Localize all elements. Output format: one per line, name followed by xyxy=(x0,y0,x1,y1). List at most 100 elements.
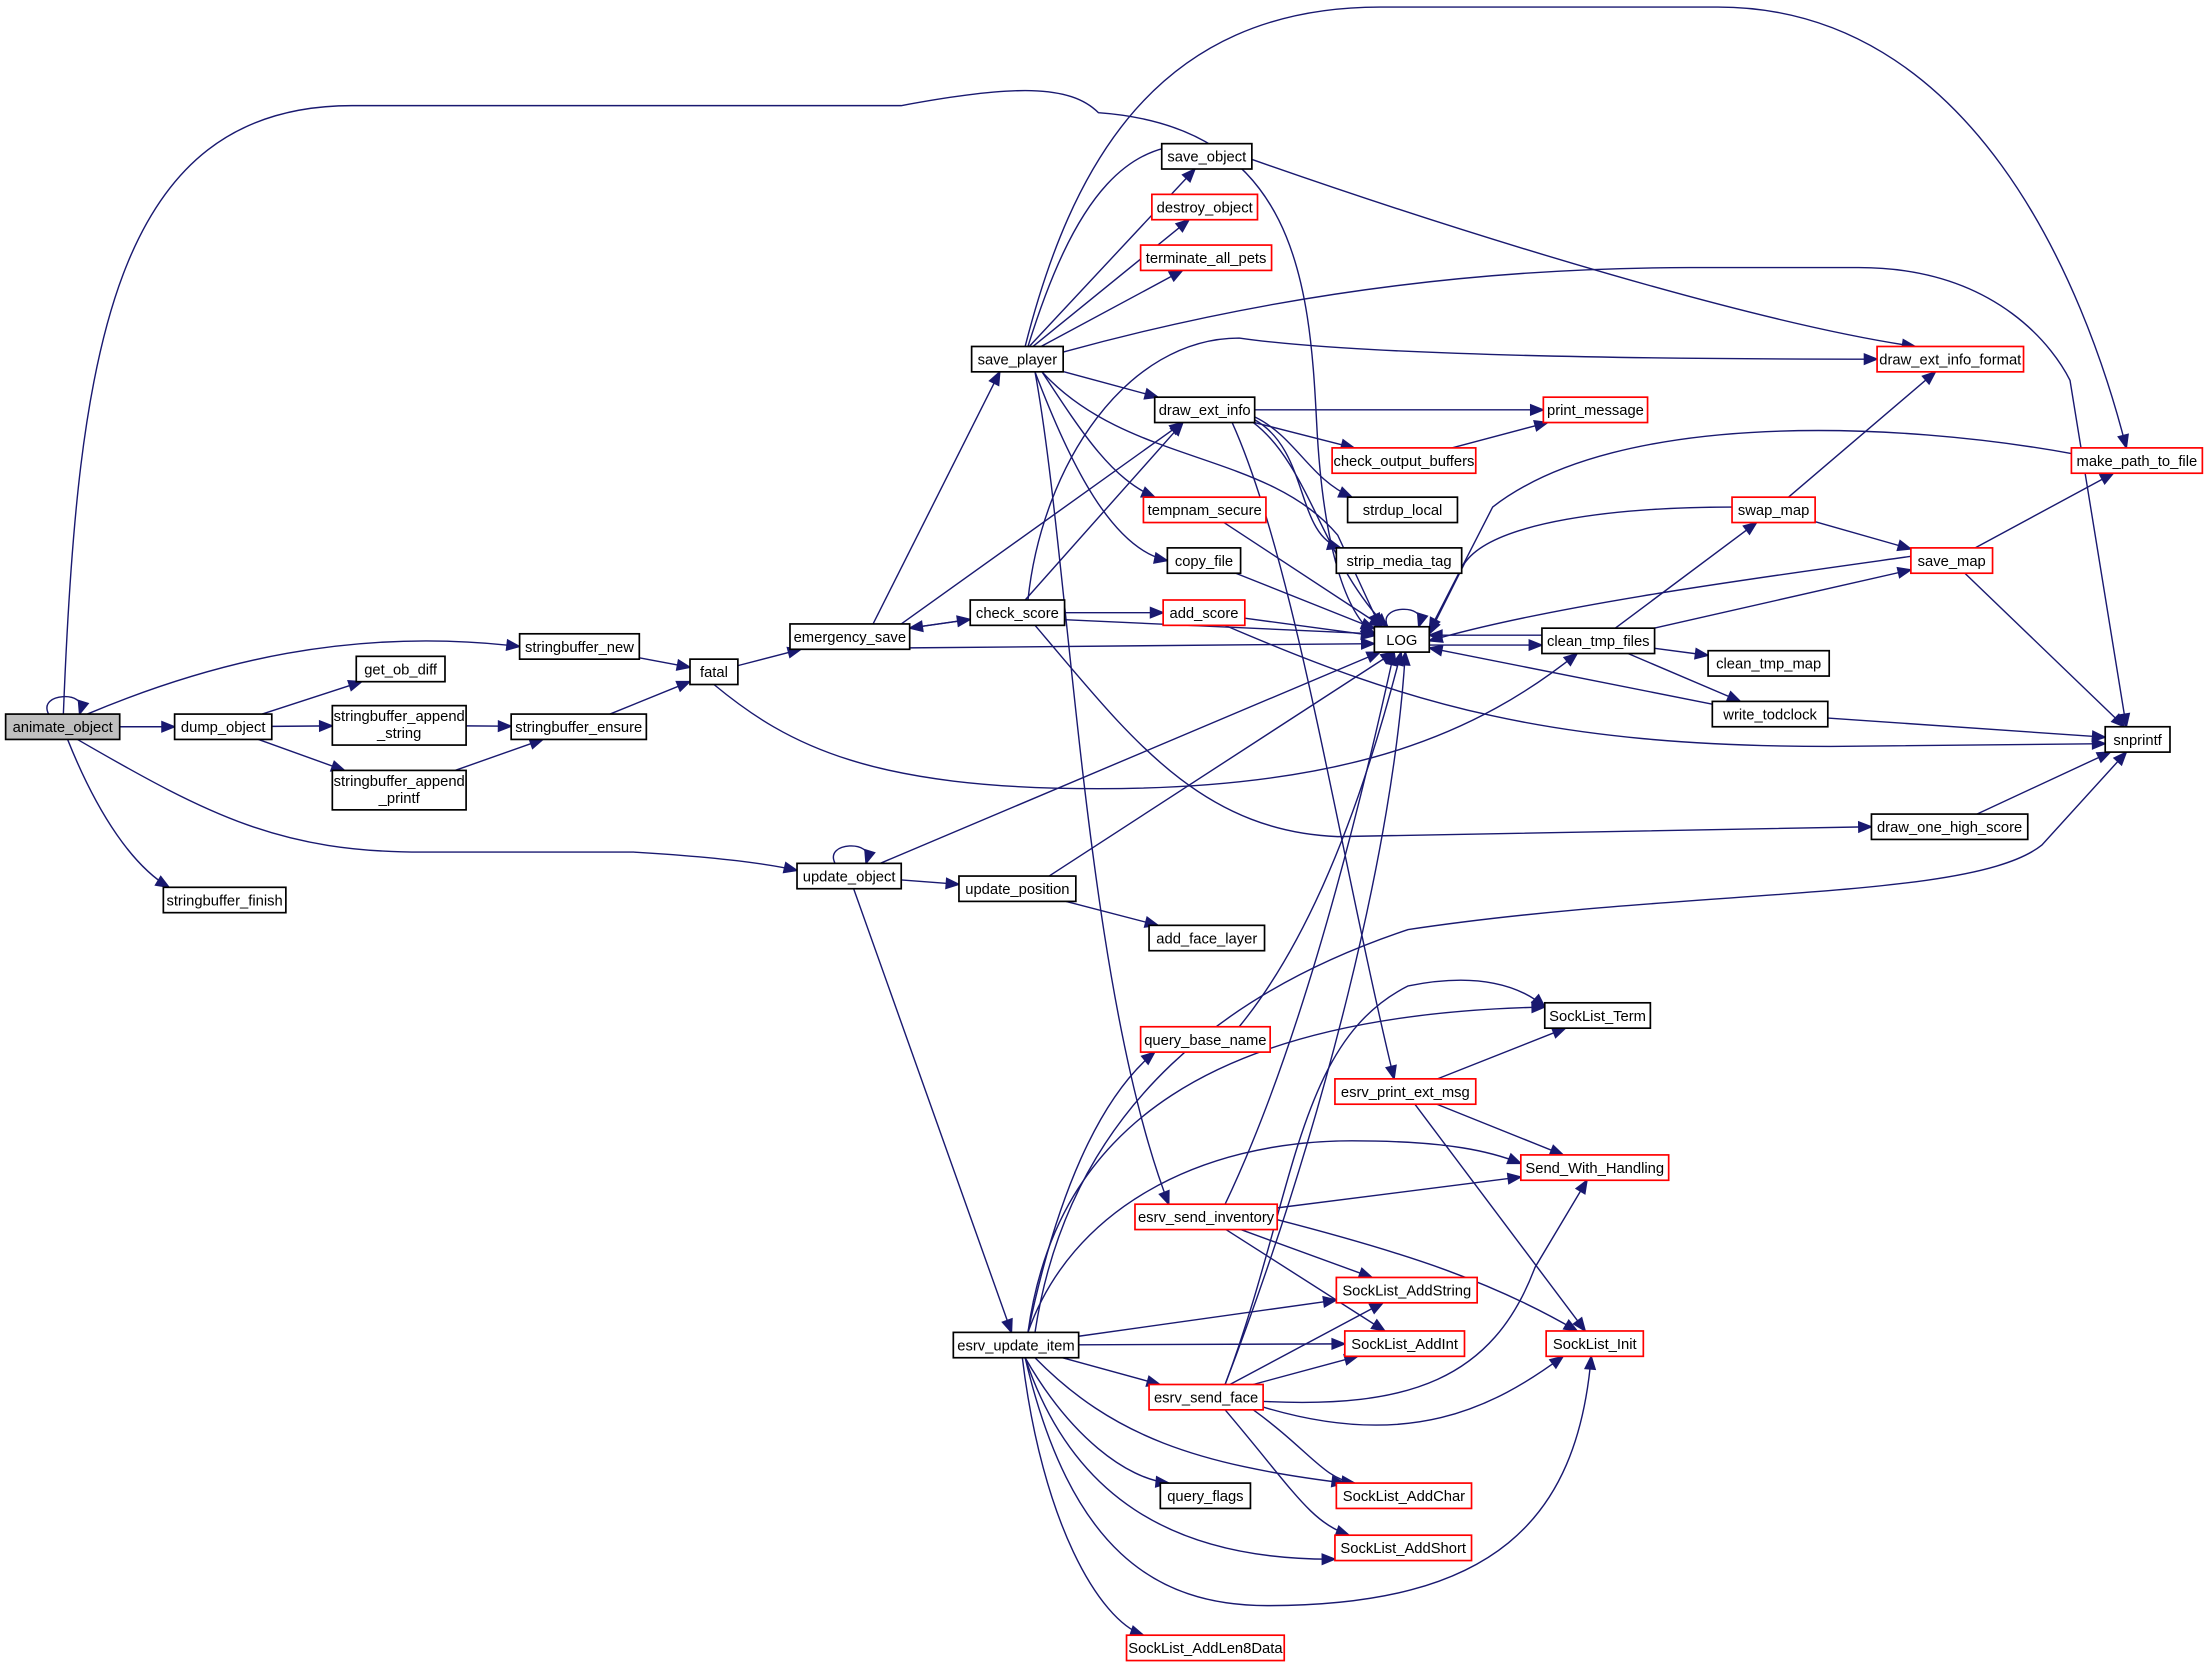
node-snprintf[interactable]: snprintf xyxy=(2104,725,2171,753)
node-animate_object[interactable]: animate_object xyxy=(4,713,121,741)
node-box[interactable] xyxy=(1543,1001,1652,1030)
node-box[interactable] xyxy=(1159,1482,1252,1510)
node-esrv_send_face[interactable]: esrv_send_face xyxy=(1148,1383,1264,1411)
node-make_path_to_file[interactable]: make_path_to_file xyxy=(2070,447,2204,475)
node-print_message[interactable]: print_message xyxy=(1542,396,1649,424)
node-box[interactable] xyxy=(518,632,641,660)
node-save_player[interactable]: save_player xyxy=(970,345,1065,373)
node-box[interactable] xyxy=(1166,547,1242,575)
node-box[interactable] xyxy=(1519,1154,1670,1182)
node-stringbuffer_append_printf[interactable]: stringbuffer_append_printf xyxy=(331,769,467,811)
node-box[interactable] xyxy=(1545,1330,1645,1358)
node-update_object[interactable]: update_object xyxy=(796,862,903,890)
node-box[interactable] xyxy=(1142,496,1267,524)
node-box[interactable] xyxy=(162,886,287,914)
node-SockList_AddInt[interactable]: SockList_AddInt xyxy=(1343,1330,1466,1358)
node-box[interactable] xyxy=(1373,625,1431,653)
node-box[interactable] xyxy=(2070,447,2204,475)
node-esrv_send_inventory[interactable]: esrv_send_inventory xyxy=(1134,1203,1279,1231)
node-strip_media_tag[interactable]: strip_media_tag xyxy=(1335,547,1463,575)
node-tempnam_secure[interactable]: tempnam_secure xyxy=(1142,496,1267,524)
node-Send_With_Handling[interactable]: Send_With_Handling xyxy=(1519,1154,1670,1182)
node-dump_object[interactable]: dump_object xyxy=(173,713,273,741)
node-esrv_update_item[interactable]: esrv_update_item xyxy=(952,1331,1080,1359)
node-box[interactable] xyxy=(2104,725,2171,753)
node-SockList_Term[interactable]: SockList_Term xyxy=(1543,1001,1652,1030)
node-SockList_AddLen8Data[interactable]: SockList_AddLen8Data xyxy=(1125,1634,1286,1662)
node-box[interactable] xyxy=(331,769,467,811)
node-draw_ext_info[interactable]: draw_ext_info xyxy=(1153,396,1256,424)
node-box[interactable] xyxy=(1334,1078,1477,1106)
node-box[interactable] xyxy=(1870,813,2029,841)
node-query_flags[interactable]: query_flags xyxy=(1159,1482,1252,1510)
node-write_todclock[interactable]: write_todclock xyxy=(1711,700,1829,728)
node-box[interactable] xyxy=(1334,1534,1473,1562)
node-draw_ext_info_format[interactable]: draw_ext_info_format xyxy=(1876,345,2025,373)
node-strdup_local[interactable]: strdup_local xyxy=(1346,496,1459,524)
node-box[interactable] xyxy=(970,345,1065,373)
node-get_ob_diff[interactable]: get_ob_diff xyxy=(355,655,446,683)
node-box[interactable] xyxy=(958,875,1077,903)
node-query_base_name[interactable]: query_base_name xyxy=(1139,1025,1272,1053)
node-stringbuffer_finish[interactable]: stringbuffer_finish xyxy=(162,886,287,914)
node-box[interactable] xyxy=(1148,924,1266,952)
node-box[interactable] xyxy=(1160,142,1253,170)
node-box[interactable] xyxy=(1335,1482,1473,1510)
node-update_position[interactable]: update_position xyxy=(958,875,1077,903)
node-box[interactable] xyxy=(1707,649,1831,677)
node-box[interactable] xyxy=(689,658,739,686)
node-add_face_layer[interactable]: add_face_layer xyxy=(1148,924,1266,952)
node-box[interactable] xyxy=(1346,496,1459,524)
node-box[interactable] xyxy=(1151,193,1259,221)
node-box[interactable] xyxy=(1335,1276,1479,1304)
node-box[interactable] xyxy=(1148,1383,1264,1411)
node-box[interactable] xyxy=(1153,396,1256,424)
node-esrv_print_ext_msg[interactable]: esrv_print_ext_msg xyxy=(1334,1078,1477,1106)
node-box[interactable] xyxy=(1162,599,1246,627)
node-destroy_object[interactable]: destroy_object xyxy=(1151,193,1259,221)
node-box[interactable] xyxy=(1711,700,1829,728)
node-box[interactable] xyxy=(1331,447,1477,475)
node-copy_file[interactable]: copy_file xyxy=(1166,547,1242,575)
node-box[interactable] xyxy=(1139,244,1273,272)
node-box[interactable] xyxy=(1541,627,1656,655)
node-box[interactable] xyxy=(1910,547,1994,575)
node-box[interactable] xyxy=(1335,547,1463,575)
node-draw_one_high_score[interactable]: draw_one_high_score xyxy=(1870,813,2029,841)
node-terminate_all_pets[interactable]: terminate_all_pets xyxy=(1139,244,1273,272)
node-box[interactable] xyxy=(173,713,273,741)
node-check_output_buffers[interactable]: check_output_buffers xyxy=(1331,447,1477,475)
node-SockList_AddString[interactable]: SockList_AddString xyxy=(1335,1276,1479,1304)
node-stringbuffer_append_string[interactable]: stringbuffer_append_string xyxy=(331,704,467,746)
node-box[interactable] xyxy=(1125,1634,1286,1662)
node-box[interactable] xyxy=(1731,496,1816,524)
node-stringbuffer_ensure[interactable]: stringbuffer_ensure xyxy=(510,713,648,741)
node-emergency_save[interactable]: emergency_save xyxy=(789,623,911,651)
node-box[interactable] xyxy=(789,623,911,651)
node-fatal[interactable]: fatal xyxy=(689,658,739,686)
node-box[interactable] xyxy=(1542,396,1649,424)
node-box[interactable] xyxy=(331,704,467,746)
node-box[interactable] xyxy=(969,599,1066,627)
node-LOG[interactable]: LOG xyxy=(1373,625,1431,653)
node-clean_tmp_map[interactable]: clean_tmp_map xyxy=(1707,649,1831,677)
node-add_score[interactable]: add_score xyxy=(1162,599,1246,627)
node-clean_tmp_files[interactable]: clean_tmp_files xyxy=(1541,627,1656,655)
node-box[interactable] xyxy=(952,1331,1080,1359)
node-box[interactable] xyxy=(510,713,648,741)
node-box[interactable] xyxy=(796,862,903,890)
node-SockList_AddShort[interactable]: SockList_AddShort xyxy=(1334,1534,1473,1562)
node-box[interactable] xyxy=(1134,1203,1279,1231)
node-stringbuffer_new[interactable]: stringbuffer_new xyxy=(518,632,641,660)
node-box[interactable] xyxy=(355,655,446,683)
node-check_score[interactable]: check_score xyxy=(969,599,1066,627)
node-box[interactable] xyxy=(1876,345,2025,373)
node-swap_map[interactable]: swap_map xyxy=(1731,496,1816,524)
node-box[interactable] xyxy=(1139,1025,1272,1053)
node-save_map[interactable]: save_map xyxy=(1910,547,1994,575)
node-save_object[interactable]: save_object xyxy=(1160,142,1253,170)
node-SockList_Init[interactable]: SockList_Init xyxy=(1545,1330,1645,1358)
node-box[interactable] xyxy=(4,713,121,741)
node-SockList_AddChar[interactable]: SockList_AddChar xyxy=(1335,1482,1473,1510)
node-box[interactable] xyxy=(1343,1330,1466,1358)
